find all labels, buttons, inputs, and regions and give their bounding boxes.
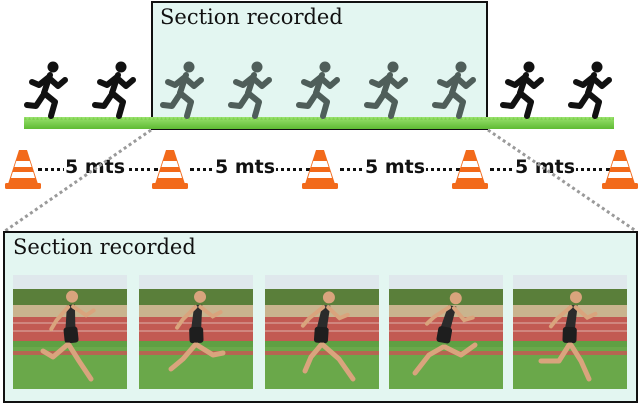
traffic-cone-icon	[602, 150, 638, 189]
runner-silhouette-icon	[364, 61, 408, 119]
runner-silhouette-icon	[568, 61, 612, 119]
sprint-frame-1	[13, 275, 127, 389]
distance-label-3: 5 mts	[363, 155, 427, 179]
bottom-section-title: Section recorded	[13, 235, 196, 259]
runner-silhouette-icon	[500, 61, 544, 119]
top-section-recorded-box	[151, 1, 488, 130]
sprint-frame-4	[389, 275, 503, 389]
distance-label-1: 5 mts	[63, 155, 127, 179]
sprint-frame-3	[265, 275, 379, 389]
runner-silhouette-icon	[92, 61, 136, 119]
distance-label-2: 5 mts	[213, 155, 277, 179]
traffic-cone-icon	[5, 150, 41, 189]
top-section-title: Section recorded	[160, 5, 343, 29]
traffic-cone-icon	[152, 150, 188, 189]
runner-silhouette-icon	[228, 61, 272, 119]
sprint-frame-5	[513, 275, 627, 389]
runner-silhouette-icon	[296, 61, 340, 119]
traffic-cone-icon	[302, 150, 338, 189]
sprint-frame-2	[139, 275, 253, 389]
grass-strip	[24, 117, 614, 129]
distance-label-4: 5 mts	[513, 155, 577, 179]
runner-silhouette-icon	[24, 61, 68, 119]
grass-blades	[24, 117, 614, 120]
traffic-cone-icon	[452, 150, 488, 189]
runner-silhouette-icon	[160, 61, 204, 119]
runner-silhouette-icon	[432, 61, 476, 119]
